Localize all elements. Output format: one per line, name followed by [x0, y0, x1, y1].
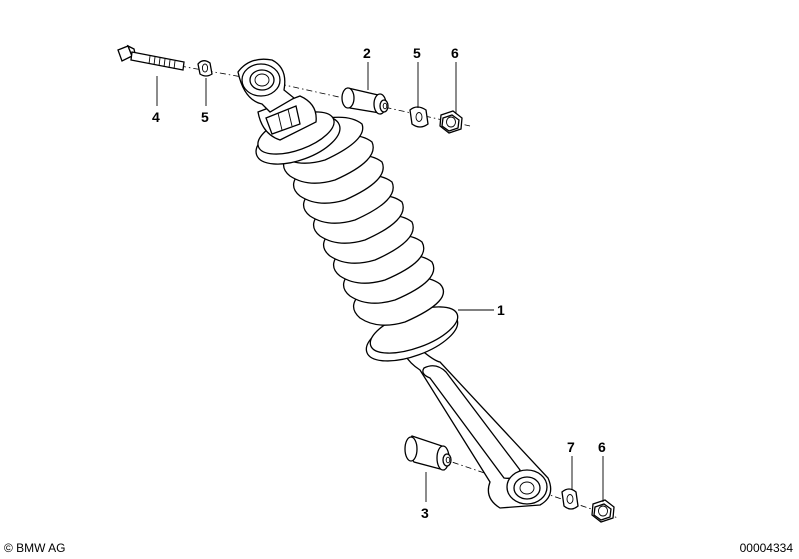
- callout-5-right: 5: [413, 45, 421, 61]
- bolt-part-4: [117, 44, 185, 71]
- callout-5-left: 5: [201, 109, 209, 125]
- leader-lines: [156, 62, 604, 502]
- axis-top-left: [179, 65, 249, 79]
- document-number: 00004334: [739, 541, 793, 555]
- callout-3: 3: [421, 505, 429, 521]
- lock-washer-part-5-upper-left: [197, 60, 213, 77]
- callout-7: 7: [567, 439, 575, 455]
- rubber-bush-part-3: [404, 435, 452, 471]
- callout-6-bottom: 6: [598, 439, 606, 455]
- copyright-notice: © BMW AG: [4, 541, 66, 555]
- nut-part-6-upper: [439, 110, 463, 134]
- lock-washer-part-7: [561, 488, 579, 510]
- rubber-bush-part-2: [341, 87, 389, 115]
- callout-2: 2: [363, 45, 371, 61]
- axis-bottom: [439, 457, 619, 519]
- callout-4: 4: [152, 109, 160, 125]
- lock-washer-part-5-upper-right: [409, 106, 429, 128]
- nut-part-6-lower: [591, 499, 615, 523]
- callout-6-top: 6: [451, 45, 459, 61]
- callout-1: 1: [497, 302, 505, 318]
- shock-absorber-part-1: [237, 58, 552, 509]
